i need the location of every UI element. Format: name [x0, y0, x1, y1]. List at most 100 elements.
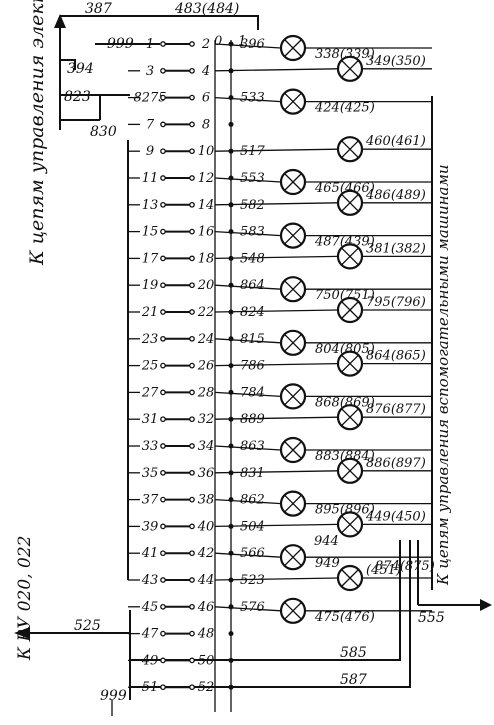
- wire-585: 585: [340, 645, 367, 661]
- lamp-feed: [214, 255, 339, 260]
- wire-525: 525: [74, 618, 101, 634]
- lamp-cross: [284, 495, 302, 513]
- terminal-label: 26: [197, 359, 215, 374]
- terminal-label: 28: [197, 385, 215, 400]
- lamp-label: 804(805): [315, 342, 375, 357]
- lamp-label: 449(450): [365, 509, 426, 524]
- wire-number: 862: [240, 493, 265, 508]
- terminal-label: 47: [141, 627, 159, 642]
- lamp-label: 475(476): [314, 610, 375, 625]
- lamp-feed: [214, 577, 339, 581]
- arrow-up-icon: [54, 14, 66, 28]
- wire-number: 863: [240, 439, 265, 454]
- lamp-label: 886(897): [366, 456, 426, 471]
- terminal-dot: [160, 282, 166, 289]
- lamp-label: 876(877): [366, 402, 426, 417]
- lamp-feed: [214, 416, 339, 420]
- wire-0: 0: [214, 34, 222, 49]
- terminal-dot: [189, 41, 195, 47]
- wire-number: 566: [240, 546, 265, 561]
- terminal-label: 7: [146, 117, 155, 132]
- terminal-label: 14: [198, 198, 215, 213]
- terminal-label: 8: [202, 117, 210, 132]
- lamp-label: 895(896): [315, 503, 375, 518]
- wire-number: 523: [240, 573, 265, 588]
- lamp-cross: [284, 441, 302, 459]
- terminal-label: 27: [141, 385, 159, 400]
- terminal-dot: [189, 255, 195, 262]
- terminal-dot: [189, 577, 195, 583]
- lamp-label: 465(466): [314, 181, 375, 196]
- terminal-dot: [189, 523, 195, 530]
- lamp-feed: [214, 498, 282, 505]
- terminal-dot: [160, 94, 166, 101]
- lamp-cross: [284, 548, 302, 566]
- terminal-dot: [189, 550, 195, 557]
- terminal-dot: [160, 175, 166, 181]
- terminal-label: 9: [146, 144, 154, 159]
- wire-number: 553: [240, 171, 265, 186]
- terminal-dot: [160, 148, 166, 155]
- terminal-label: 16: [198, 225, 215, 240]
- wire-number: 864: [240, 278, 265, 293]
- terminal-label: 2: [201, 37, 210, 52]
- terminal-dot: [160, 523, 166, 530]
- lamp-cross: [284, 227, 302, 245]
- terminal-dot: [160, 577, 166, 583]
- terminal-dot: [160, 443, 166, 449]
- wire-number: 815: [240, 332, 265, 347]
- terminal-label: 11: [142, 171, 159, 186]
- lamp-feed: [214, 177, 282, 183]
- terminal-dot: [189, 228, 195, 235]
- terminal-dot: [160, 630, 166, 637]
- wire-874: 874(875): [375, 559, 435, 574]
- lamp-label: 868(869): [315, 395, 375, 410]
- lamp-feed: [214, 68, 339, 72]
- lamp-label: 349(350): [366, 54, 426, 69]
- terminal-label: 45: [141, 600, 159, 615]
- terminal-label: 24: [197, 332, 215, 347]
- lamp-cross: [341, 515, 359, 533]
- wire-number: 504: [240, 519, 265, 534]
- lamp-feed: [214, 552, 282, 558]
- wire-number: 583: [240, 225, 265, 240]
- wire-555: 555: [418, 610, 445, 626]
- lamp-feed: [214, 606, 282, 612]
- lamp-cross: [284, 39, 302, 57]
- lamp-feed: [214, 148, 339, 152]
- terminal-dot: [189, 416, 195, 423]
- lamp-label: 338(339): [315, 47, 375, 62]
- terminal-dot: [160, 41, 166, 47]
- terminal-label: 32: [198, 412, 215, 427]
- terminal-dot: [160, 121, 166, 128]
- terminal-label: 40: [197, 519, 215, 534]
- terminal-dot: [160, 228, 166, 235]
- terminal-label: 35: [142, 466, 159, 481]
- terminal-dot: [189, 389, 195, 396]
- lamp-cross: [341, 408, 359, 426]
- terminal-label: 51: [142, 680, 159, 695]
- lamp-feed: [214, 43, 282, 49]
- wire-number: 533: [240, 91, 265, 106]
- wire-number: 517: [240, 144, 266, 159]
- arrow-left-icon: [14, 627, 30, 639]
- lamp-label: 750(751): [315, 288, 375, 303]
- wire-587: 587: [340, 672, 367, 688]
- lamp-label: 883(884): [315, 449, 375, 464]
- lamp-label: 486(489): [365, 188, 426, 203]
- lamp-label: 487(439): [314, 235, 375, 250]
- lamp-cross: [341, 60, 359, 78]
- terminal-label: 3: [146, 64, 154, 79]
- wire-944: 944: [314, 534, 339, 549]
- terminal-label: 36: [198, 466, 215, 481]
- terminal-label: 42: [197, 546, 215, 561]
- wire-number: 831: [240, 466, 265, 481]
- terminal-dot: [189, 148, 195, 155]
- terminal-dot: [189, 282, 195, 289]
- terminal-dot: [189, 630, 195, 637]
- terminal-label: 33: [142, 439, 159, 454]
- wire-387: 387: [85, 1, 112, 17]
- terminal-label: 17: [142, 251, 159, 266]
- terminal-label: 20: [197, 278, 215, 293]
- lamp-cross: [341, 140, 359, 158]
